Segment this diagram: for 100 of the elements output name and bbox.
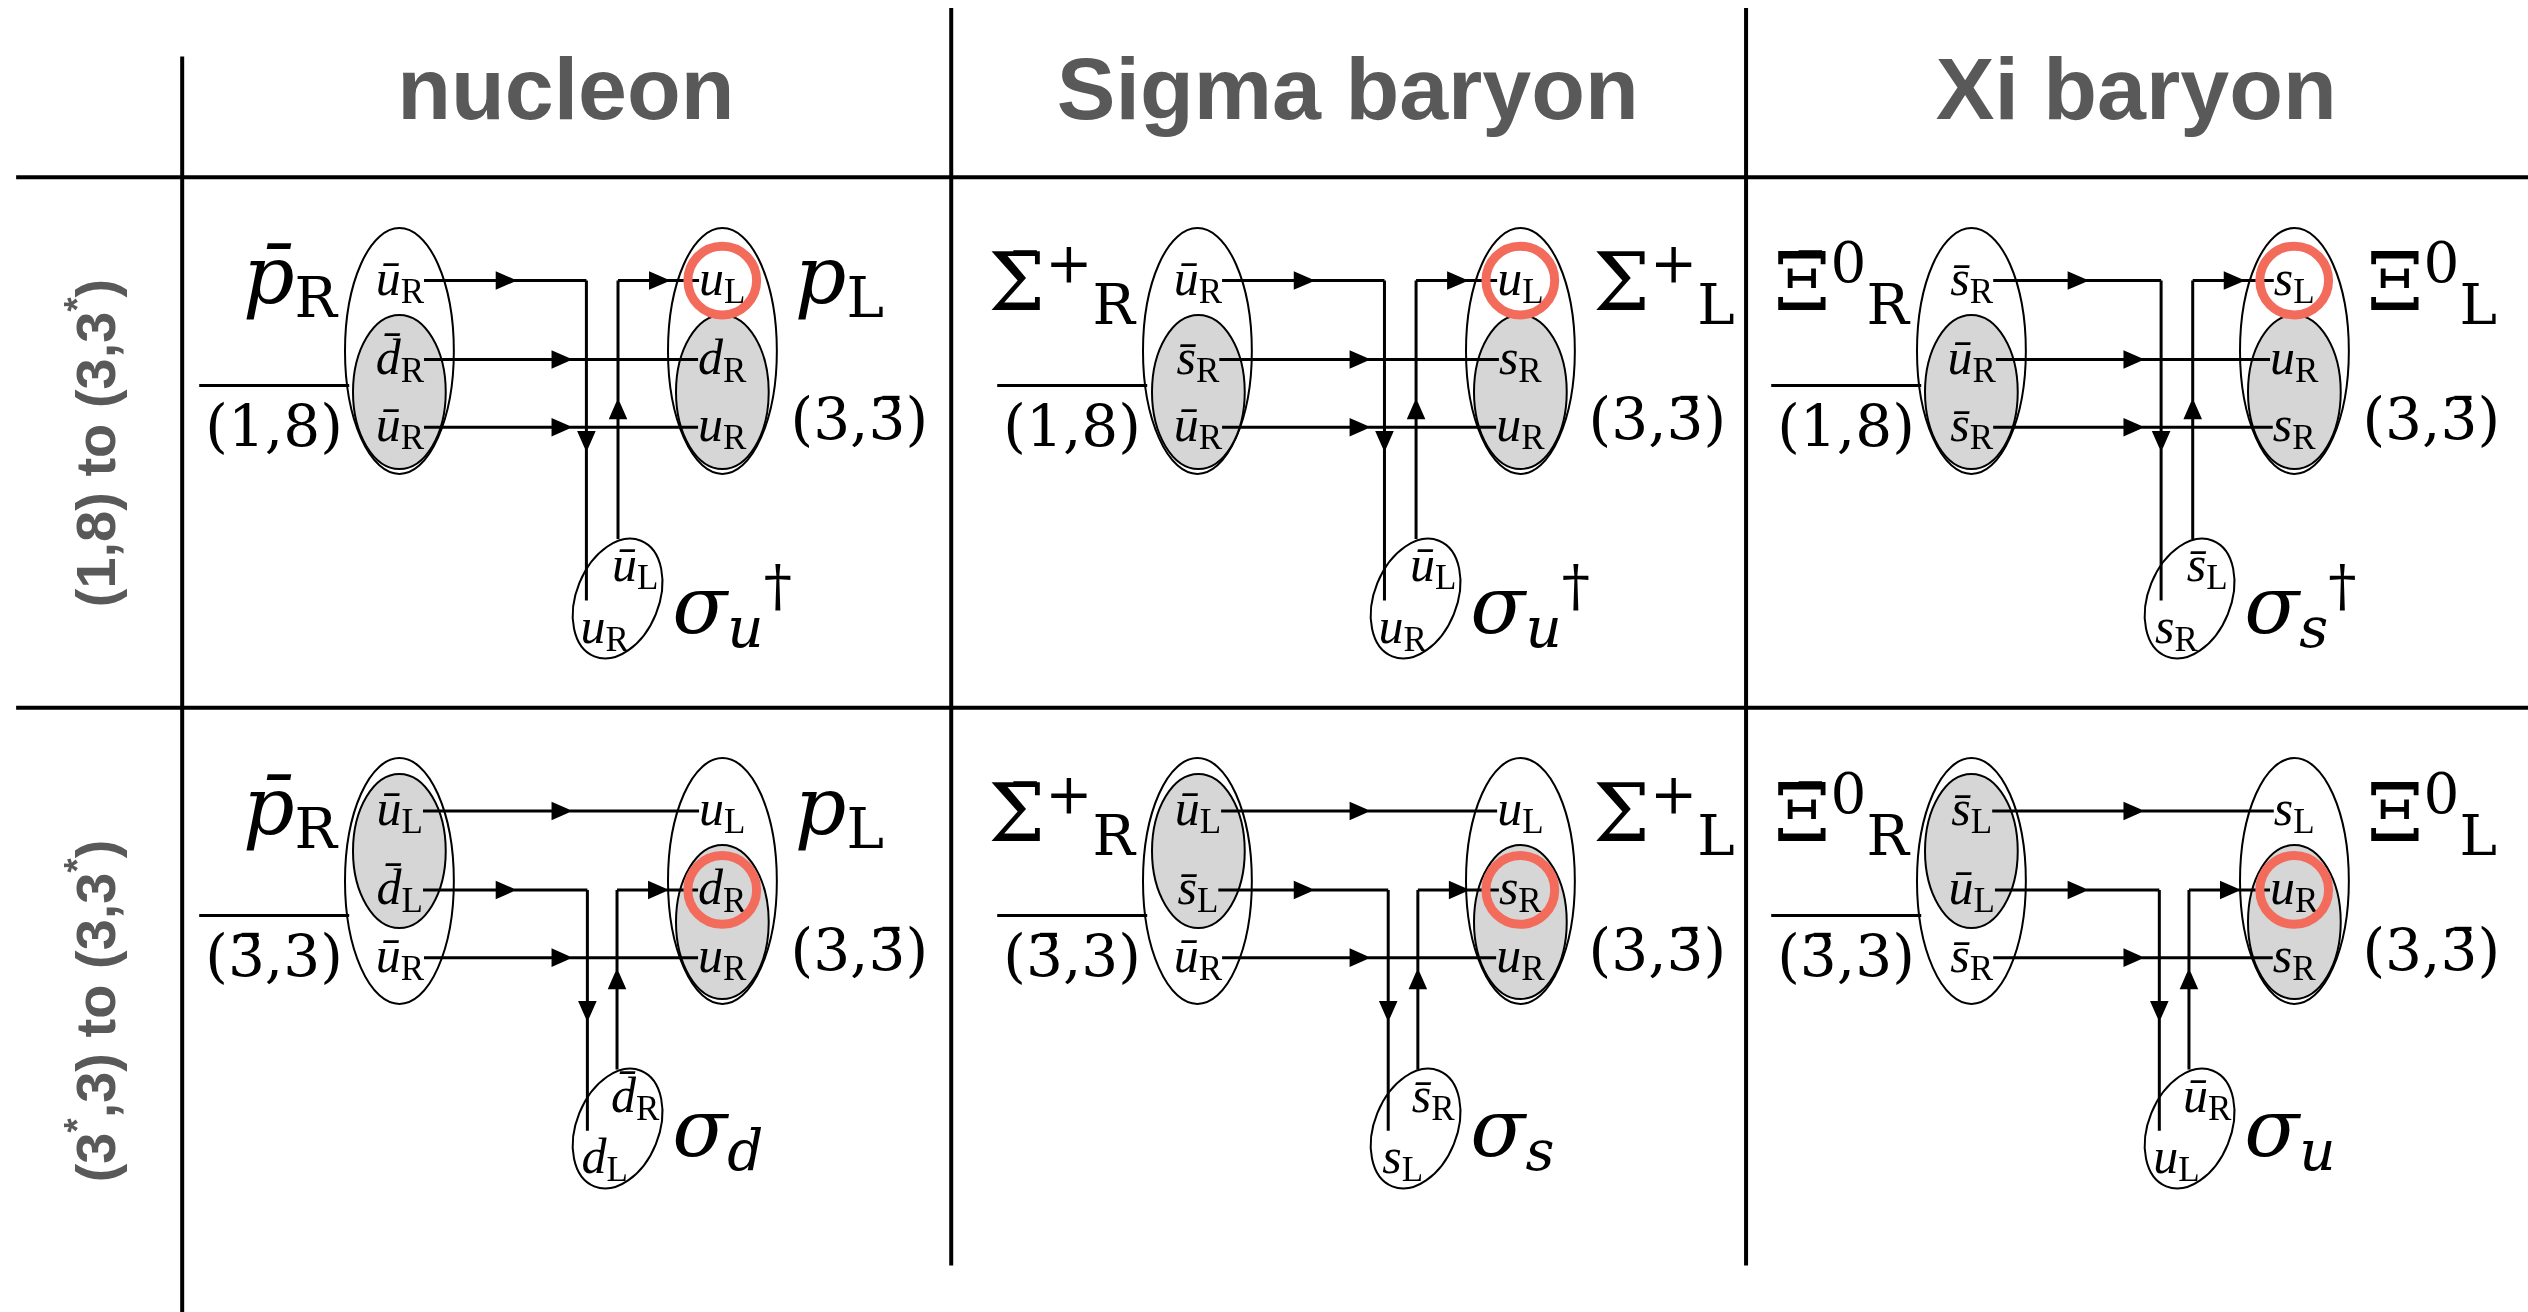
arrow bbox=[421, 802, 701, 821]
quark-ellipse bbox=[1915, 756, 2029, 1007]
arrow bbox=[1990, 802, 2276, 821]
quark-label: u$_{L}$ bbox=[699, 782, 746, 840]
arrow bbox=[1407, 272, 1499, 541]
arrow bbox=[1991, 272, 2170, 602]
arrow bbox=[609, 272, 701, 541]
quark-label: s$_{R}$ bbox=[2155, 600, 2198, 658]
arrow bbox=[421, 881, 596, 1133]
arrow bbox=[1220, 949, 1498, 967]
meson-label: σ$_{d}$ bbox=[672, 1088, 764, 1180]
arrow bbox=[1991, 418, 2275, 437]
quark-label: d$_{L}$ bbox=[581, 1130, 628, 1188]
multiplet-label: (1,8) bbox=[199, 383, 349, 455]
quark-ellipse bbox=[665, 225, 779, 476]
quark-label: s̄$_{R}$ bbox=[1950, 398, 1994, 456]
quark-label: s$_{L}$ bbox=[1382, 1130, 1424, 1188]
quark-label: ū$_{R}$ bbox=[1173, 929, 1223, 987]
multiplet-label: (3,3̄) bbox=[790, 390, 929, 449]
quark-ellipse bbox=[1471, 843, 1569, 1002]
quark-ellipse bbox=[2237, 756, 2351, 1007]
multiplet-label: (3̄,3) bbox=[1771, 914, 1921, 986]
quark-ellipse bbox=[1915, 225, 2029, 476]
multiplet-label: (3,3̄) bbox=[2362, 920, 2501, 979]
quark-label: ū$_{R}$ bbox=[1947, 331, 1996, 388]
multiplet-label: (3,3̄) bbox=[790, 920, 929, 979]
multiplet-label: (1,8) bbox=[997, 383, 1147, 455]
quark-label: s$_{L}$ bbox=[2273, 252, 2315, 309]
quark-label: u$_{R}$ bbox=[698, 398, 747, 456]
quark-label: ū$_{R}$ bbox=[1173, 252, 1223, 309]
particle-label: p̄$_{R}$ bbox=[242, 765, 337, 858]
quark-label: ū$_{L}$ bbox=[612, 539, 659, 596]
quark-ellipse bbox=[1923, 312, 2021, 471]
quark-label: s̄$_{R}$ bbox=[1950, 252, 1994, 309]
quark-label: u$_{R}$ bbox=[1496, 929, 1545, 987]
particle-label: p$_{L}$ bbox=[794, 765, 884, 858]
quark-ellipse bbox=[1149, 312, 1247, 471]
meson-label: σ$_{u}$ bbox=[2244, 1088, 2336, 1180]
quark-label: u$_{R}$ bbox=[2270, 331, 2319, 388]
quark-ellipse bbox=[673, 843, 771, 1002]
meson-label: σ$_{s}$ bbox=[1470, 1088, 1555, 1180]
quark-label: s̄$_{L}$ bbox=[1951, 782, 1993, 840]
quark-label: ū$_{L}$ bbox=[376, 782, 423, 840]
quark-label: d̄$_{R}$ bbox=[375, 331, 424, 388]
quark-label: ū$_{R}$ bbox=[375, 929, 424, 987]
quark-ellipse bbox=[1463, 225, 1577, 476]
quark-ellipse bbox=[665, 756, 779, 1007]
particle-label: p$_{L}$ bbox=[794, 235, 884, 327]
quark-label: u$_{R}$ bbox=[580, 600, 629, 658]
quark-label: u$_{R}$ bbox=[698, 929, 747, 987]
multiplet-label: (3̄,3) bbox=[997, 914, 1147, 986]
quark-ellipse bbox=[2237, 225, 2351, 476]
quark-label: s̄$_{L}$ bbox=[1177, 861, 1219, 919]
arrow bbox=[422, 418, 700, 437]
quark-label: s̄$_{R}$ bbox=[1176, 331, 1220, 388]
multiplet-label: (3,3̄) bbox=[1588, 920, 1727, 979]
arrow bbox=[2180, 881, 2272, 1072]
quark-label: ū$_{L}$ bbox=[1948, 861, 1995, 919]
quark-label: d$_{R}$ bbox=[698, 861, 747, 919]
quark-ellipse bbox=[1141, 756, 1255, 1007]
multiplet-label: (3,3̄) bbox=[1588, 390, 1727, 449]
quark-label: s̄$_{R}$ bbox=[1950, 929, 1994, 987]
arrow bbox=[1220, 272, 1393, 602]
quark-label: u$_{R}$ bbox=[1378, 600, 1427, 658]
quark-label: s$_{R}$ bbox=[1498, 861, 1542, 919]
particle-label: p̄$_{R}$ bbox=[242, 235, 337, 327]
quark-label: s$_{R}$ bbox=[2272, 398, 2316, 456]
quark-label: s̄$_{R}$ bbox=[1411, 1069, 1455, 1127]
quark-label: s$_{R}$ bbox=[2272, 929, 2316, 987]
quark-ellipse bbox=[343, 756, 457, 1007]
arrow bbox=[422, 351, 700, 369]
quark-label: d̄$_{R}$ bbox=[611, 1069, 660, 1127]
quark-ellipse bbox=[351, 772, 449, 931]
quark-label: u$_{L}$ bbox=[1497, 252, 1544, 309]
quark-ellipse bbox=[1923, 772, 2021, 931]
multiplet-label: (1,8) bbox=[1771, 383, 1921, 455]
quark-label: ū$_{L}$ bbox=[1410, 539, 1457, 596]
quark-label: d̄$_{L}$ bbox=[376, 861, 423, 919]
quark-ellipse bbox=[2245, 843, 2343, 1002]
multiplet-label: (3,3̄) bbox=[2362, 390, 2501, 449]
quark-ellipse bbox=[1149, 772, 1247, 931]
arrow bbox=[422, 949, 700, 967]
quark-label: ū$_{R}$ bbox=[375, 398, 424, 456]
quark-label: u$_{L}$ bbox=[2153, 1130, 2200, 1188]
quark-ellipse bbox=[343, 225, 457, 476]
quark-label: ū$_{L}$ bbox=[1174, 782, 1222, 840]
arrow bbox=[1991, 949, 2275, 967]
column-header: nucleon bbox=[397, 44, 735, 133]
arrow bbox=[1216, 881, 1397, 1133]
arrow bbox=[1220, 418, 1498, 437]
quark-label: s$_{L}$ bbox=[2273, 782, 2315, 840]
quark-ellipse bbox=[351, 312, 449, 471]
quark-label: u$_{L}$ bbox=[699, 252, 746, 309]
quark-label: d$_{R}$ bbox=[698, 331, 747, 388]
arrow bbox=[1219, 802, 1499, 821]
quark-label: ū$_{R}$ bbox=[375, 252, 424, 309]
quark-label: ū$_{R}$ bbox=[2182, 1069, 2232, 1127]
quark-label: u$_{R}$ bbox=[1496, 398, 1545, 456]
arrow bbox=[1409, 881, 1501, 1072]
quark-label: s$_{R}$ bbox=[1498, 331, 1542, 388]
